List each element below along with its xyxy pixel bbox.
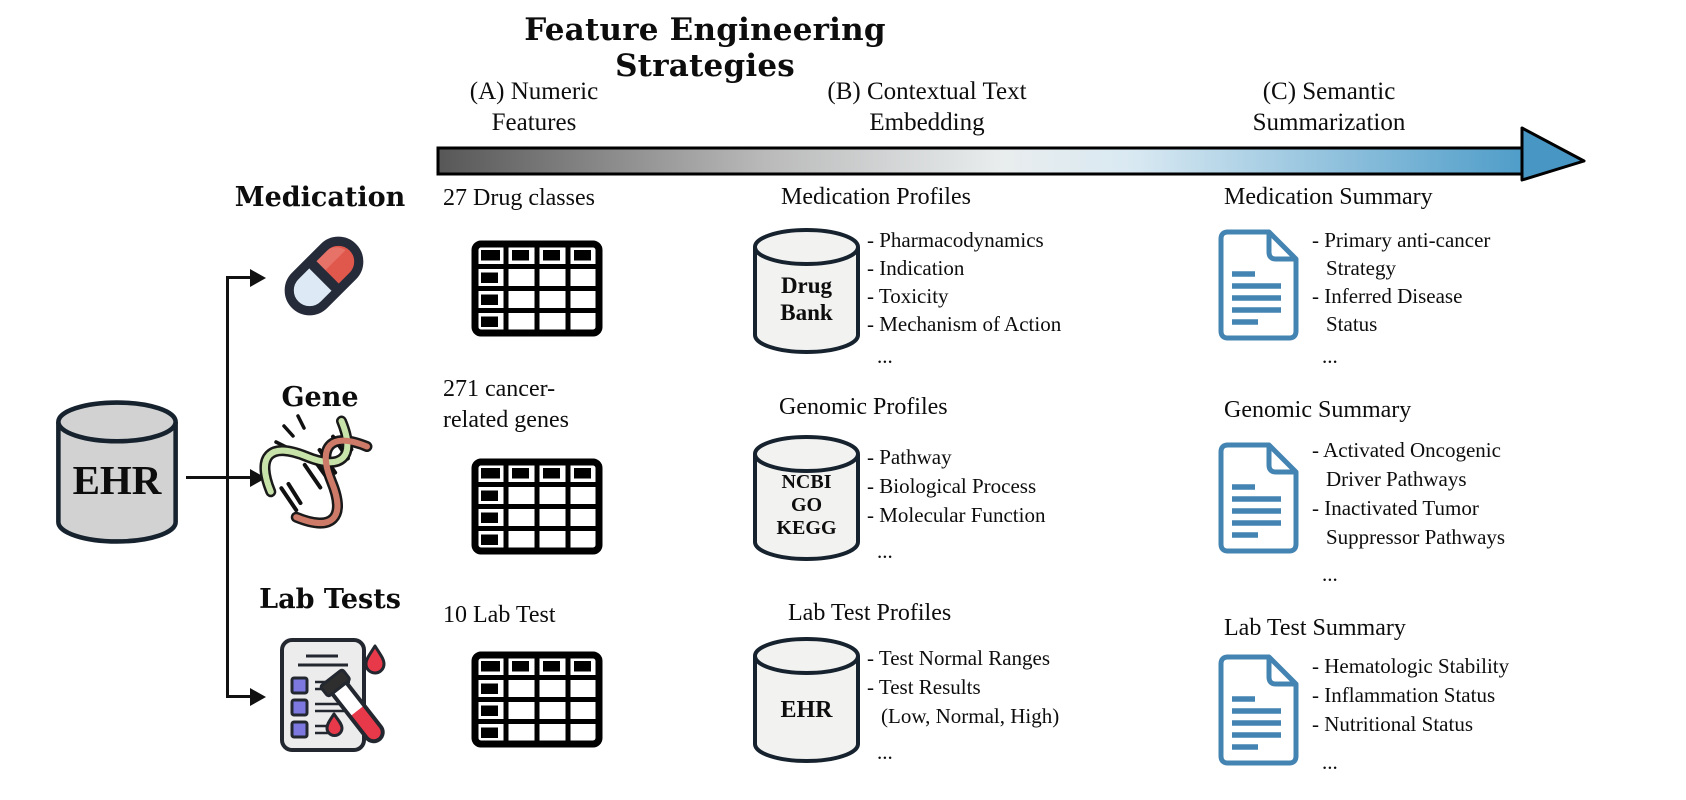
bullet-line: - Inactivated Tumor — [1312, 496, 1479, 520]
bullet-line: Driver Pathways — [1326, 467, 1467, 491]
connector-medication-arrowhead — [250, 269, 266, 287]
bullet-line: - Mechanism of Action — [867, 312, 1062, 336]
document-icon-labtests — [1212, 652, 1301, 768]
drugbank-cylinder: Drug Bank — [751, 226, 862, 356]
ellipsis: ... — [877, 344, 893, 368]
summary-bullets-gene: - Activated Oncogenic Driver Pathways - … — [1312, 436, 1505, 589]
numeric-caption-gene: 271 cancer- related genes — [443, 376, 569, 433]
summary-title-labtests: Lab Test Summary — [1224, 615, 1406, 641]
ehr-source-label: EHR — [72, 457, 162, 503]
ehr-source-cylinder: EHR — [47, 398, 187, 546]
row-label-labtests: Lab Tests — [259, 584, 401, 615]
bullet-line: - Toxicity — [867, 284, 949, 308]
column-header-summarization: (C) Semantic Summarization — [1252, 78, 1406, 136]
connector-vertical-line — [226, 276, 229, 698]
row-label-gene: Gene — [281, 382, 359, 413]
bullet-line: - Nutritional Status — [1312, 712, 1473, 736]
column-header-numeric: (A) Numeric Features — [469, 78, 599, 136]
connector-labtests-arrowhead — [250, 688, 266, 706]
bullet-line: - Pathway — [867, 445, 952, 469]
connector-labtests-line — [226, 695, 252, 698]
bullet-line: - Inferred Disease — [1312, 284, 1463, 308]
lab-report-icon — [280, 638, 386, 752]
profile-title-labtests: Lab Test Profiles — [788, 600, 952, 626]
bullet-line: Status — [1326, 312, 1378, 336]
table-icon-gene — [471, 458, 603, 555]
figure-title: Feature Engineering Strategies — [524, 12, 886, 84]
numeric-caption-labtests: 10 Lab Test — [443, 602, 556, 628]
profile-bullets-gene: - Pathway - Biological Process - Molecul… — [867, 443, 1045, 566]
bullet-line: - Molecular Function — [867, 503, 1046, 527]
database-cylinder-icon — [56, 400, 178, 544]
ncbi-go-kegg-cylinder: NCBI GO KEGG — [751, 433, 862, 563]
bullet-line: - Pharmacodynamics — [867, 228, 1044, 252]
summary-title-medication: Medication Summary — [1224, 184, 1433, 210]
bullet-line: - Biological Process — [867, 474, 1037, 498]
gradient-arrow — [436, 126, 1586, 182]
profile-title-medication: Medication Profiles — [781, 184, 971, 210]
summary-bullets-medication: - Primary anti-cancer Strategy - Inferre… — [1312, 226, 1490, 370]
drugbank-label: Drug Bank — [780, 273, 833, 325]
document-icon-gene — [1212, 440, 1301, 556]
ellipsis: ... — [877, 740, 893, 764]
ellipsis: ... — [1322, 750, 1338, 774]
bullet-line: (Low, Normal, High) — [881, 704, 1060, 728]
bullet-line: - Test Normal Ranges — [867, 646, 1051, 670]
ellipsis: ... — [1322, 344, 1338, 368]
bullet-line: - Primary anti-cancer — [1312, 228, 1491, 252]
ellipsis: ... — [877, 539, 893, 563]
bullet-line: Suppressor Pathways — [1326, 525, 1506, 549]
bullet-line: - Hematologic Stability — [1312, 654, 1510, 678]
pill-icon — [284, 236, 364, 316]
table-icon-labtests — [471, 651, 603, 748]
profile-bullets-medication: - Pharmacodynamics - Indication - Toxici… — [867, 226, 1061, 370]
ellipsis: ... — [1322, 562, 1338, 586]
profile-bullets-labtests: - Test Normal Ranges - Test Results (Low… — [867, 644, 1059, 767]
bullet-line: - Test Results — [867, 675, 981, 699]
summary-title-gene: Genomic Summary — [1224, 397, 1412, 423]
dna-icon — [259, 414, 373, 529]
row-label-medication: Medication — [234, 182, 406, 213]
connector-gene-line — [186, 476, 252, 479]
summary-bullets-labtests: - Hematologic Stability - Inflammation S… — [1312, 652, 1509, 777]
bullet-line: - Inflammation Status — [1312, 683, 1496, 707]
ehr-profile-cylinder: EHR — [751, 635, 862, 765]
column-header-embedding: (B) Contextual Text Embedding — [827, 78, 1027, 136]
connector-medication-line — [226, 276, 252, 279]
document-icon-medication — [1212, 227, 1301, 343]
numeric-caption-medication: 27 Drug classes — [443, 185, 595, 211]
profile-title-gene: Genomic Profiles — [779, 394, 948, 420]
bullet-line: - Indication — [867, 256, 965, 280]
bullet-line: Strategy — [1326, 256, 1396, 280]
ehr-profile-label: EHR — [780, 697, 833, 723]
ncbi-go-kegg-label: NCBI GO KEGG — [776, 471, 837, 539]
bullet-line: - Activated Oncogenic — [1312, 438, 1501, 462]
table-icon-medication — [471, 240, 603, 337]
